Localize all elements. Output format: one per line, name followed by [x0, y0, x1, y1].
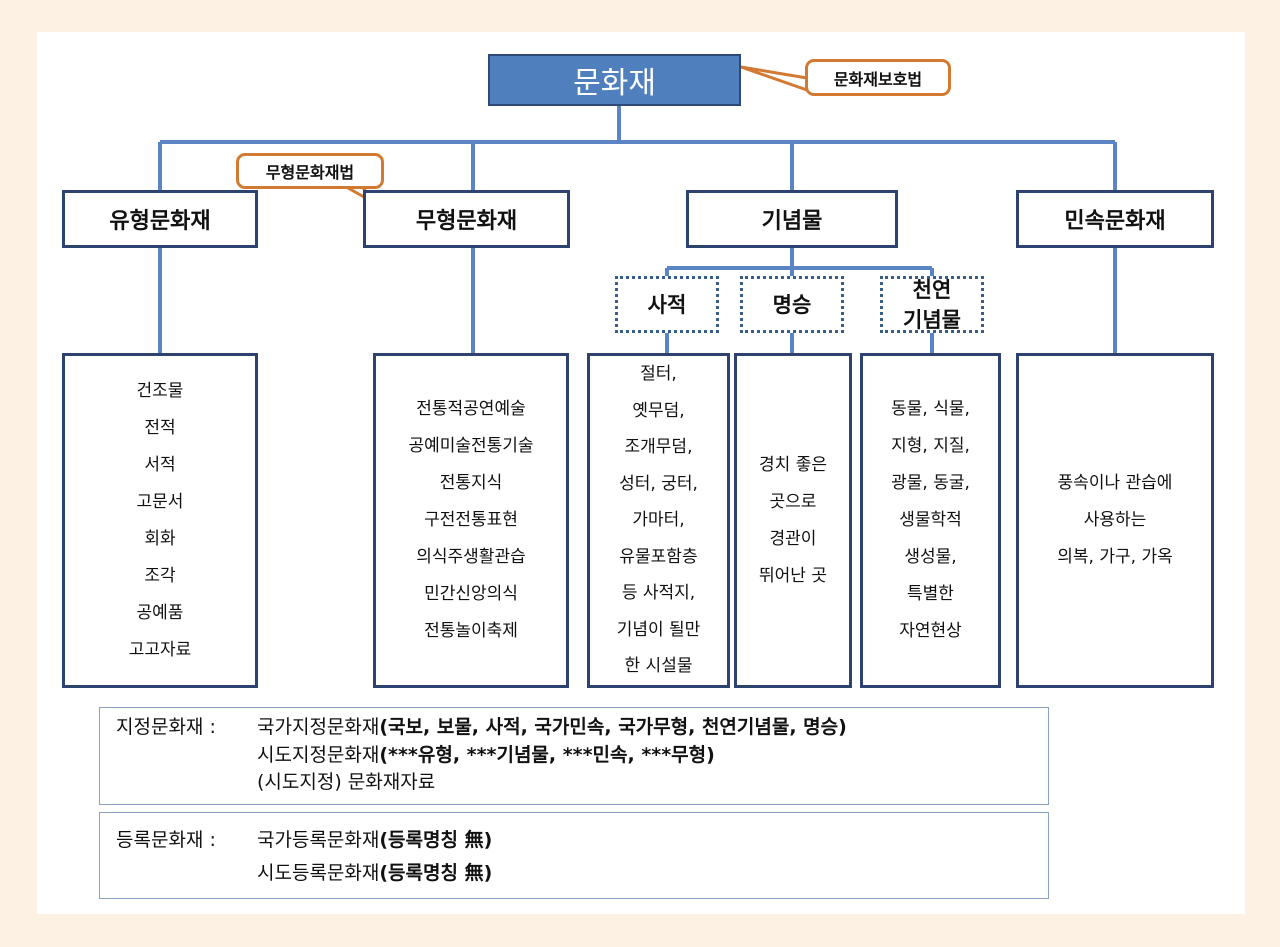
list-item: 등 사적지,	[621, 583, 696, 604]
list-item: 의식주생활관습	[416, 547, 526, 567]
root-node: 문화재	[488, 54, 741, 106]
legend-designated-label: 지정문화재 :	[116, 716, 216, 738]
legend-row-plain: (시도지정) 문화재자료	[257, 771, 436, 793]
law-callout-pointer	[739, 65, 809, 92]
category-tangible-label: 유형문화재	[109, 209, 211, 234]
list-item: 곳으로	[769, 491, 817, 512]
category-tangible: 유형문화재	[62, 190, 258, 248]
subcategory-natural-monument-label-line: 천연	[912, 277, 952, 302]
list-item: 자연현상	[899, 621, 962, 641]
content-tangible: 건조물 전적 서적 고문서 회화 조각 공예품 고고자료	[62, 353, 258, 688]
list-item: 민간신앙의식	[424, 584, 518, 604]
list-item: 사용하는	[1083, 510, 1147, 530]
legend-designated: 지정문화재 : 국가지정문화재(국보, 보물, 사적, 국가민속, 국가무형, …	[99, 707, 1049, 805]
list-item: 공예품	[136, 602, 184, 623]
list-item: 공예미술전통기술	[408, 436, 534, 456]
list-item: 유물포함층	[619, 546, 698, 567]
legend-row-bold: (등록명칭 無)	[379, 862, 493, 884]
list-item: 생물학적	[899, 510, 962, 530]
list-item: 지형, 지질,	[891, 436, 970, 456]
legend-registered-label: 등록문화재 :	[116, 829, 216, 851]
list-item: 조각	[144, 565, 176, 586]
list-item: 한 시설물	[624, 656, 693, 677]
subcategory-scenic-site: 명승	[740, 276, 844, 333]
list-item: 전적	[144, 417, 176, 438]
legend-row: 국가등록문화재(등록명칭 無)	[257, 828, 492, 853]
content-scenic-site: 경치 좋은 곳으로 경관이 뛰어난 곳	[734, 353, 852, 688]
list-item: 광물, 동굴,	[891, 473, 970, 493]
content-intangible: 전통적공연예술 공예미술전통기술 전통지식 구전전통표현 의식주생활관습 민간신…	[373, 353, 569, 688]
legend-row-plain: 시도등록문화재	[257, 862, 380, 884]
law-callout-label: 문화재보호법	[833, 69, 923, 89]
category-monument-label: 기념물	[761, 209, 823, 234]
subcategory-historic-site-label: 사적	[647, 292, 687, 317]
list-item: 회화	[144, 528, 176, 549]
legend-registered: 등록문화재 : 국가등록문화재(등록명칭 無) 시도등록문화재(등록명칭 無)	[99, 812, 1049, 899]
legend-row-plain: 시도지정문화재	[257, 744, 380, 766]
legend-row-plain: 국가등록문화재	[257, 829, 380, 851]
connector-lines	[158, 65, 1117, 353]
list-item: 기념이 될만	[616, 619, 701, 640]
list-item: 경관이	[769, 528, 817, 549]
list-item: 생성물,	[904, 547, 957, 567]
category-intangible: 무형문화재	[363, 190, 570, 248]
list-item: 서적	[144, 454, 176, 475]
legend-row-bold: (등록명칭 無)	[379, 829, 493, 851]
subcategory-natural-monument: 천연 기념물	[880, 276, 984, 333]
list-item: 풍속이나 관습에	[1057, 473, 1173, 493]
list-item: 절터,	[640, 364, 677, 385]
list-item: 동물, 식물,	[891, 399, 970, 419]
list-item: 경치 좋은	[759, 454, 827, 475]
content-natural-monument: 동물, 식물, 지형, 지질, 광물, 동굴, 생물학적 생성물, 특별한 자연…	[860, 353, 1001, 688]
intangible-law-callout-label: 무형문화재법	[265, 163, 355, 182]
list-item: 전통놀이축제	[424, 621, 518, 641]
content-folk: 풍속이나 관습에 사용하는 의복, 가구, 가옥	[1016, 353, 1214, 688]
category-folk: 민속문화재	[1016, 190, 1214, 248]
legend-row: 시도지정문화재(***유형, ***기념물, ***민속, ***무형)	[257, 743, 715, 768]
category-monument: 기념물	[686, 190, 898, 248]
content-historic-site: 절터, 옛무덤, 조개무덤, 성터, 궁터, 가마터, 유물포함층 등 사적지,…	[587, 353, 730, 688]
diagram-canvas: 문화재 문화재보호법 무형문화재법 유형문화재 무형문화재 기념물 민속문화재 …	[37, 32, 1245, 914]
list-item: 뛰어난 곳	[759, 565, 827, 586]
list-item: 고문서	[136, 491, 184, 512]
law-callout: 문화재보호법	[805, 59, 951, 96]
list-item: 구전전통표현	[424, 510, 518, 530]
legend-row-bold: (***유형, ***기념물, ***민속, ***무형)	[379, 744, 715, 766]
legend-row-plain: 국가지정문화재	[257, 716, 380, 738]
intangible-law-callout: 무형문화재법	[236, 153, 384, 189]
list-item: 성터, 궁터,	[619, 473, 698, 494]
legend-row: 국가지정문화재(국보, 보물, 사적, 국가민속, 국가무형, 천연기념물, 명…	[257, 715, 847, 740]
subcategory-scenic-site-label: 명승	[772, 292, 812, 317]
list-item: 가마터,	[632, 510, 685, 531]
subcategory-historic-site: 사적	[615, 276, 719, 333]
list-item: 조개무덤,	[624, 437, 693, 458]
legend-row-bold: (국보, 보물, 사적, 국가민속, 국가무형, 천연기념물, 명승)	[379, 716, 847, 738]
list-item: 고고자료	[128, 639, 192, 660]
list-item: 건조물	[136, 380, 184, 401]
legend-row: 시도등록문화재(등록명칭 無)	[257, 861, 492, 886]
list-item: 의복, 가구, 가옥	[1057, 547, 1173, 567]
category-intangible-label: 무형문화재	[415, 209, 518, 234]
subcategory-natural-monument-label-line: 기념물	[903, 307, 961, 332]
list-item: 전통지식	[439, 473, 503, 493]
list-item: 옛무덤,	[632, 400, 685, 421]
list-item: 특별한	[907, 584, 954, 604]
root-label: 문화재	[573, 66, 656, 101]
legend-row: (시도지정) 문화재자료	[257, 770, 435, 795]
category-folk-label: 민속문화재	[1064, 209, 1166, 234]
list-item: 전통적공연예술	[416, 399, 526, 419]
